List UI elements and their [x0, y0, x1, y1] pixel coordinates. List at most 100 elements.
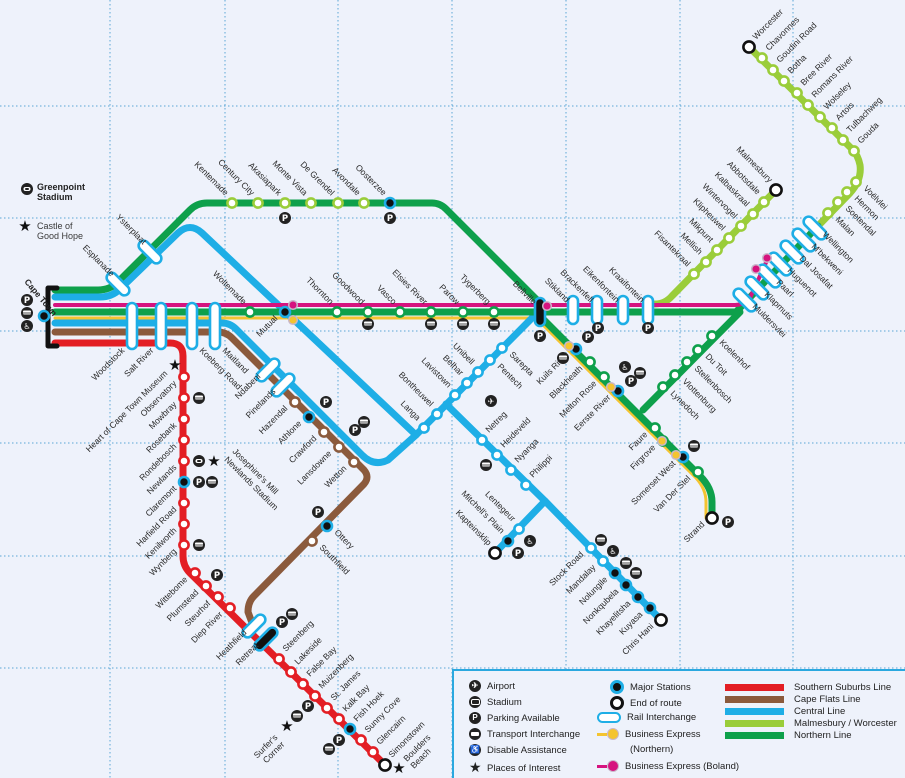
station-marker[interactable]: [767, 64, 779, 76]
station-marker[interactable]: [802, 99, 814, 111]
station-marker[interactable]: [178, 413, 190, 425]
rail-interchange-marker[interactable]: [616, 294, 630, 326]
rail-interchange-marker[interactable]: [590, 294, 604, 326]
rail-interchange-marker[interactable]: [185, 301, 199, 351]
station-marker[interactable]: [331, 306, 343, 318]
station-marker[interactable]: [332, 197, 344, 209]
station-marker[interactable]: [747, 208, 759, 220]
station-marker[interactable]: [649, 422, 661, 434]
station-wetton[interactable]: Wetton: [322, 456, 360, 490]
station-marker[interactable]: [461, 377, 473, 389]
major-station-marker[interactable]: [278, 305, 292, 319]
station-marker[interactable]: [279, 197, 291, 209]
major-station-marker[interactable]: [631, 590, 645, 604]
station-marker[interactable]: [488, 306, 500, 318]
station-marker[interactable]: [706, 330, 718, 342]
station-marker[interactable]: [318, 426, 330, 438]
major-station-marker[interactable]: [320, 519, 334, 533]
station-marker[interactable]: [418, 422, 430, 434]
station-marker[interactable]: [496, 342, 508, 354]
end-of-route-marker[interactable]: [742, 40, 756, 54]
station-marker[interactable]: [348, 456, 360, 468]
station-marker[interactable]: [505, 464, 517, 476]
station-marker[interactable]: [669, 369, 681, 381]
station-marker[interactable]: [513, 523, 525, 535]
rail-interchange-marker[interactable]: [255, 357, 282, 384]
major-station-marker[interactable]: [302, 410, 316, 424]
station-marker[interactable]: [306, 535, 318, 547]
station-marker[interactable]: [756, 52, 768, 64]
rail-interchange-marker[interactable]: [732, 287, 759, 314]
station-marker[interactable]: [848, 145, 860, 157]
major-station-marker[interactable]: [501, 534, 515, 548]
station-marker[interactable]: [178, 497, 190, 509]
station-marker[interactable]: [692, 466, 704, 478]
station-marker[interactable]: [358, 197, 370, 209]
station-marker[interactable]: [597, 555, 609, 567]
station-marker[interactable]: [394, 306, 406, 318]
station-marker[interactable]: [226, 197, 238, 209]
station-marker[interactable]: [472, 366, 484, 378]
station-marker[interactable]: [585, 542, 597, 554]
rail-interchange-marker[interactable]: [105, 271, 132, 298]
station-marker[interactable]: [822, 207, 834, 219]
station-philippi[interactable]: Philippi: [520, 453, 554, 491]
major-station-marker[interactable]: [619, 578, 633, 592]
station-marker[interactable]: [832, 196, 844, 208]
station-marker[interactable]: [178, 371, 190, 383]
station-marker[interactable]: [305, 197, 317, 209]
rail-interchange-marker[interactable]: [641, 294, 655, 326]
end-of-route-marker[interactable]: [769, 183, 783, 197]
station-marker[interactable]: [189, 567, 201, 579]
major-station-marker[interactable]: [177, 475, 191, 489]
station-marker[interactable]: [355, 734, 367, 746]
station-marker[interactable]: [688, 268, 700, 280]
major-interchange-marker[interactable]: [253, 626, 280, 653]
station-marker[interactable]: [841, 186, 853, 198]
major-station-marker[interactable]: [608, 566, 622, 580]
station-marker[interactable]: [723, 232, 735, 244]
station-marker[interactable]: [431, 408, 443, 420]
station-marker[interactable]: [425, 306, 437, 318]
station-marker[interactable]: [252, 197, 264, 209]
station-marker[interactable]: [791, 87, 803, 99]
station-marker[interactable]: [826, 122, 838, 134]
rail-interchange-marker[interactable]: [125, 301, 139, 351]
station-marker[interactable]: [178, 455, 190, 467]
station-marker[interactable]: [778, 75, 790, 87]
end-of-route-marker[interactable]: [488, 546, 502, 560]
station-marker[interactable]: [484, 354, 496, 366]
station-marker[interactable]: [850, 176, 862, 188]
station-marker[interactable]: [735, 220, 747, 232]
major-station-marker[interactable]: [383, 196, 397, 210]
station-marker[interactable]: [178, 392, 190, 404]
cape-town-station[interactable]: [37, 309, 51, 323]
rail-interchange-marker[interactable]: [137, 239, 164, 266]
station-marker[interactable]: [178, 434, 190, 446]
station-marker[interactable]: [837, 134, 849, 146]
station-marker[interactable]: [491, 449, 503, 461]
rail-interchange-marker[interactable]: [566, 294, 580, 326]
station-marker[interactable]: [758, 196, 770, 208]
major-interchange-marker[interactable]: [533, 296, 547, 328]
rail-interchange-marker[interactable]: [802, 215, 829, 242]
rail-interchange-marker[interactable]: [791, 227, 818, 254]
station-marker[interactable]: [520, 479, 532, 491]
station-marker[interactable]: [457, 306, 469, 318]
station-marker[interactable]: [449, 389, 461, 401]
station-marker[interactable]: [692, 344, 704, 356]
station-marker[interactable]: [200, 580, 212, 592]
rail-interchange-marker[interactable]: [270, 372, 297, 399]
station-marker[interactable]: [657, 381, 669, 393]
station-marker[interactable]: [333, 713, 345, 725]
major-station-marker[interactable]: [343, 722, 357, 736]
station-marker[interactable]: [333, 441, 345, 453]
rail-interchange-marker[interactable]: [241, 613, 268, 640]
station-marker[interactable]: [289, 396, 301, 408]
station-marker[interactable]: [309, 690, 321, 702]
rail-interchange-marker[interactable]: [208, 301, 222, 351]
station-marker[interactable]: [367, 746, 379, 758]
major-station-marker[interactable]: [643, 601, 657, 615]
station-marker[interactable]: [178, 518, 190, 530]
station-marker[interactable]: [321, 702, 333, 714]
